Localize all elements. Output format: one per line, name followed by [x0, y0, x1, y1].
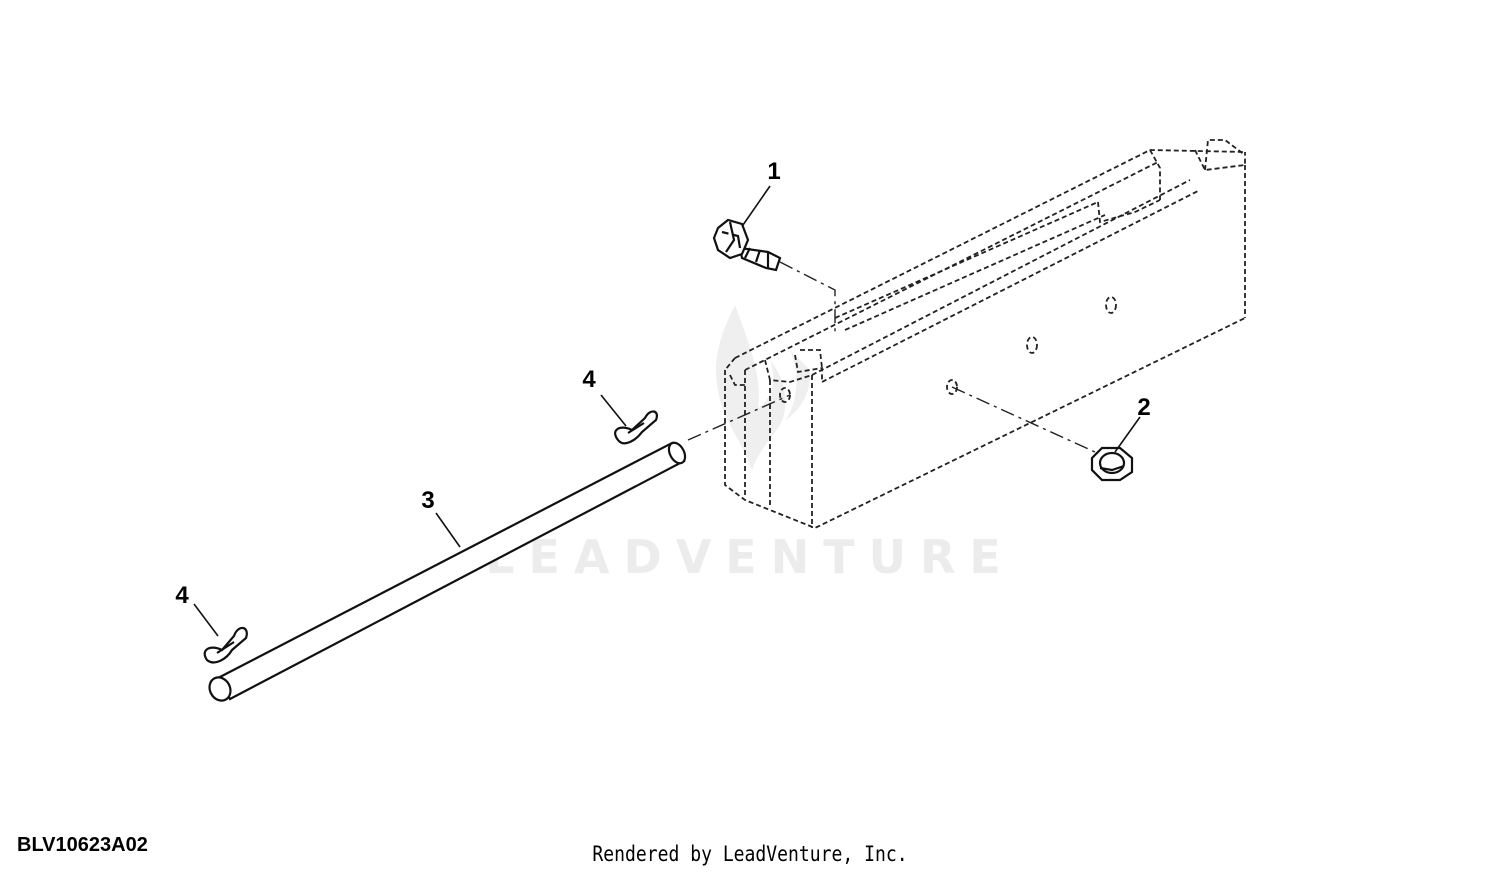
callout-label-4-upper: 4 [582, 366, 596, 393]
nut-part[interactable] [1090, 446, 1134, 482]
assembly-lines [687, 261, 1096, 453]
bolt-part[interactable] [712, 218, 782, 272]
housing-phantom [724, 139, 1246, 529]
callout-labels: 1 2 3 4 4 [175, 158, 1150, 609]
leader-lines [193, 185, 1141, 637]
drawing-number: BLV10623A02 [17, 834, 148, 856]
callout-label-3: 3 [421, 487, 434, 514]
watermark-text: LEADVENTURE [485, 530, 1015, 584]
callout-label-1: 1 [767, 158, 780, 185]
clip-part-upper[interactable] [614, 410, 658, 445]
rod-part[interactable] [206, 440, 689, 704]
callout-label-2: 2 [1137, 394, 1150, 421]
watermark: LEADVENTURE [485, 305, 1015, 584]
callout-label-4-lower: 4 [175, 582, 189, 609]
clip-part-lower[interactable] [203, 626, 248, 664]
watermark-flame-logo [715, 305, 811, 470]
render-credit: Rendered by LeadVenture, Inc. [592, 842, 908, 866]
